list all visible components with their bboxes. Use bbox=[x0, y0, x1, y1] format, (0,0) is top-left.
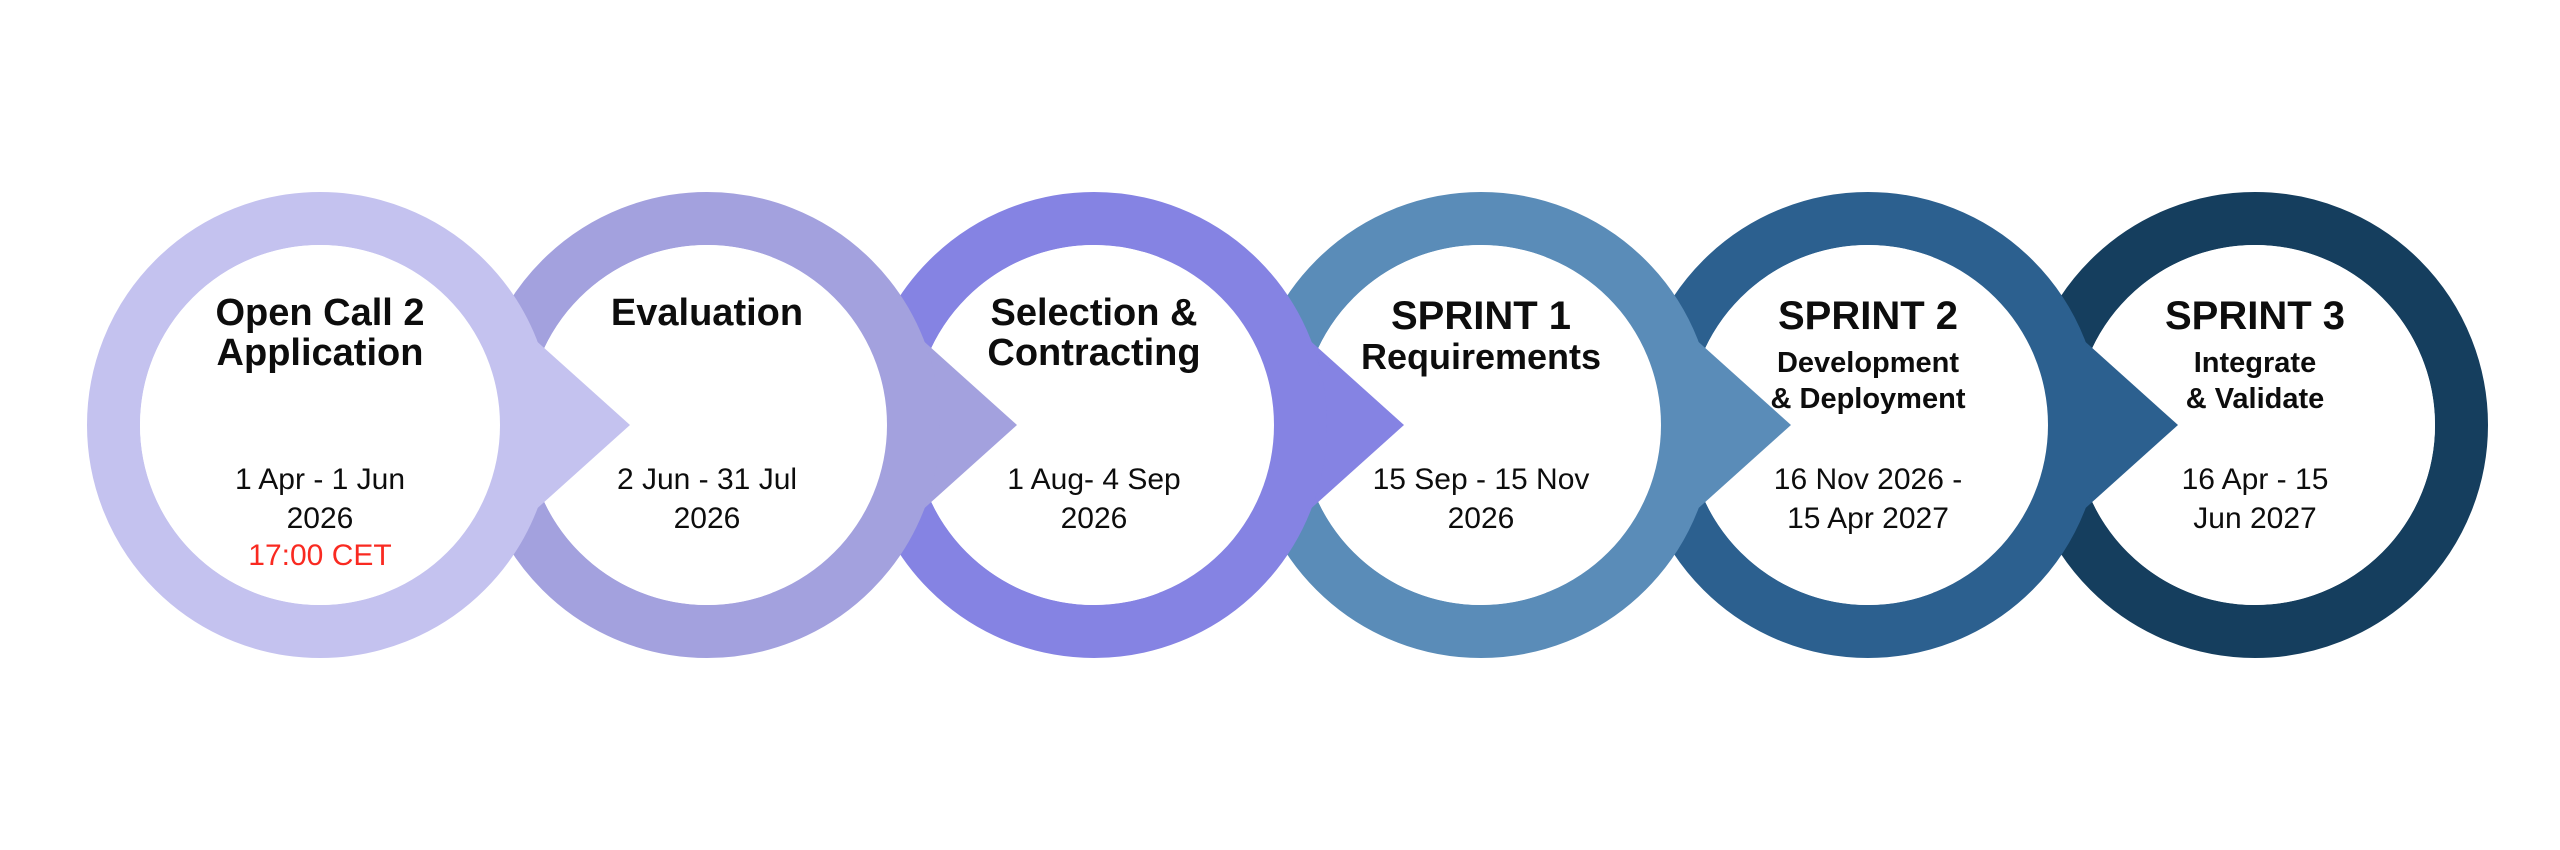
stage-deadline: 17:00 CET bbox=[248, 539, 392, 572]
stage-sprint-2: SPRINT 2 Development & Deployment 16 Nov… bbox=[1668, 0, 2068, 850]
stage-1-inner-disc bbox=[140, 245, 500, 605]
stage-1-shape bbox=[87, 192, 630, 658]
stage-sprint-1: SPRINT 1 Requirements 15 Sep - 15 Nov 20… bbox=[1281, 0, 1681, 850]
stage-evaluation: Evaluation 2 Jun - 31 Jul 2026 bbox=[507, 0, 907, 850]
stage-selection-contracting: Selection & Contracting 1 Aug- 4 Sep 202… bbox=[894, 0, 1294, 850]
stage-2-inner-disc bbox=[527, 245, 887, 605]
stage-subtitle: Integrate & Validate bbox=[2185, 347, 2325, 415]
stage-title: Open Call 2 Application bbox=[215, 292, 425, 374]
stage-sprint-3: SPRINT 3 Integrate & Validate 16 Apr - 1… bbox=[2055, 0, 2455, 850]
stage-subtitle: Development & Deployment bbox=[1770, 347, 1966, 415]
stage-open-call-2-application: Open Call 2 Application 1 Apr - 1 Jun 20… bbox=[120, 0, 520, 850]
stage-4-shape bbox=[1248, 192, 1791, 658]
stage-3-shape bbox=[861, 192, 1404, 658]
stage-title: SPRINT 1 bbox=[1390, 294, 1572, 338]
stage-subtitle: Requirements bbox=[1360, 336, 1602, 377]
stage-dates: 16 Nov 2026 - 15 Apr 2027 bbox=[1773, 463, 1963, 535]
stage-dates: 1 Apr - 1 Jun 2026 bbox=[234, 463, 406, 535]
stage-title: SPRINT 2 bbox=[1777, 294, 1959, 338]
stage-title: SPRINT 3 bbox=[2164, 294, 2346, 338]
stage-3-inner-disc bbox=[914, 245, 1274, 605]
stage-dates: 2 Jun - 31 Jul 2026 bbox=[616, 463, 798, 535]
stage-1-ring bbox=[87, 192, 553, 658]
stage-4-inner-disc bbox=[1301, 245, 1661, 605]
stage-dates: 1 Aug- 4 Sep 2026 bbox=[1007, 463, 1181, 535]
stage-title: Evaluation bbox=[610, 292, 804, 334]
stage-dates: 15 Sep - 15 Nov 2026 bbox=[1372, 463, 1590, 535]
stage-6-inner-disc bbox=[2075, 245, 2435, 605]
stage-title: Selection & Contracting bbox=[987, 292, 1201, 374]
stage-5-inner-disc bbox=[1688, 245, 2048, 605]
stage-dates: 16 Apr - 15 Jun 2027 bbox=[2181, 463, 2329, 535]
